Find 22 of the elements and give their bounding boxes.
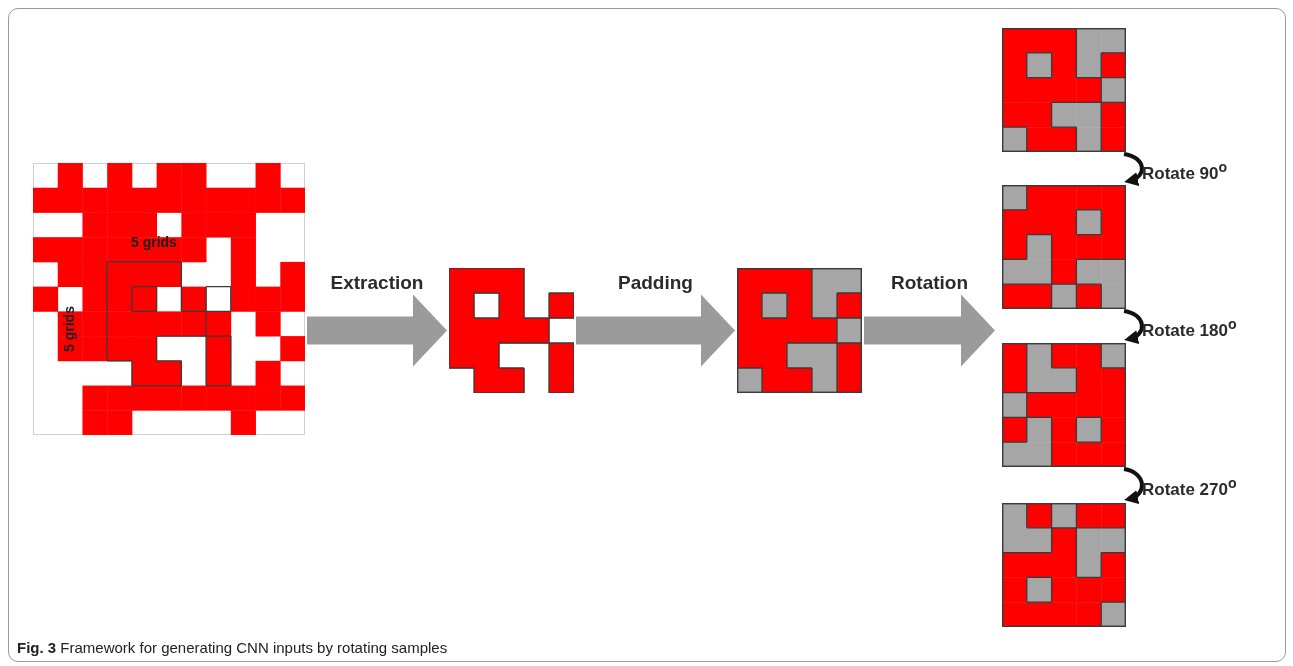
edge-label: Extraction — [330, 272, 424, 292]
grid-drawing — [1002, 28, 1126, 152]
figure-caption: Fig. 3 Framework for generating CNN inputs by rotating samples — [17, 639, 448, 656]
curved-arrow — [1123, 467, 1144, 503]
grid-map-drawing — [33, 163, 305, 435]
grid-drawing — [1002, 503, 1126, 627]
grid-drawing — [1002, 185, 1126, 309]
dimension-label: 5 grids — [131, 235, 177, 249]
curved-arrow — [1123, 152, 1144, 186]
grid-drawing — [737, 268, 862, 393]
block-arrow — [307, 294, 447, 367]
dimension-label: 5 grids — [61, 306, 76, 352]
curved-arrow — [1123, 309, 1144, 344]
edge-label: Rotate 270$^{o}$ — [1142, 476, 1237, 498]
edge-label: Padding — [618, 272, 693, 292]
edge-label: Rotate 90$^{o}$ — [1142, 159, 1228, 182]
edge-label: Rotate 180$^{o}$ — [1142, 317, 1237, 339]
grid-drawing — [449, 268, 574, 393]
edge-label: Rotation — [891, 272, 968, 292]
grid-drawing — [1002, 343, 1126, 467]
block-arrow — [576, 294, 735, 367]
block-arrow — [864, 294, 995, 367]
